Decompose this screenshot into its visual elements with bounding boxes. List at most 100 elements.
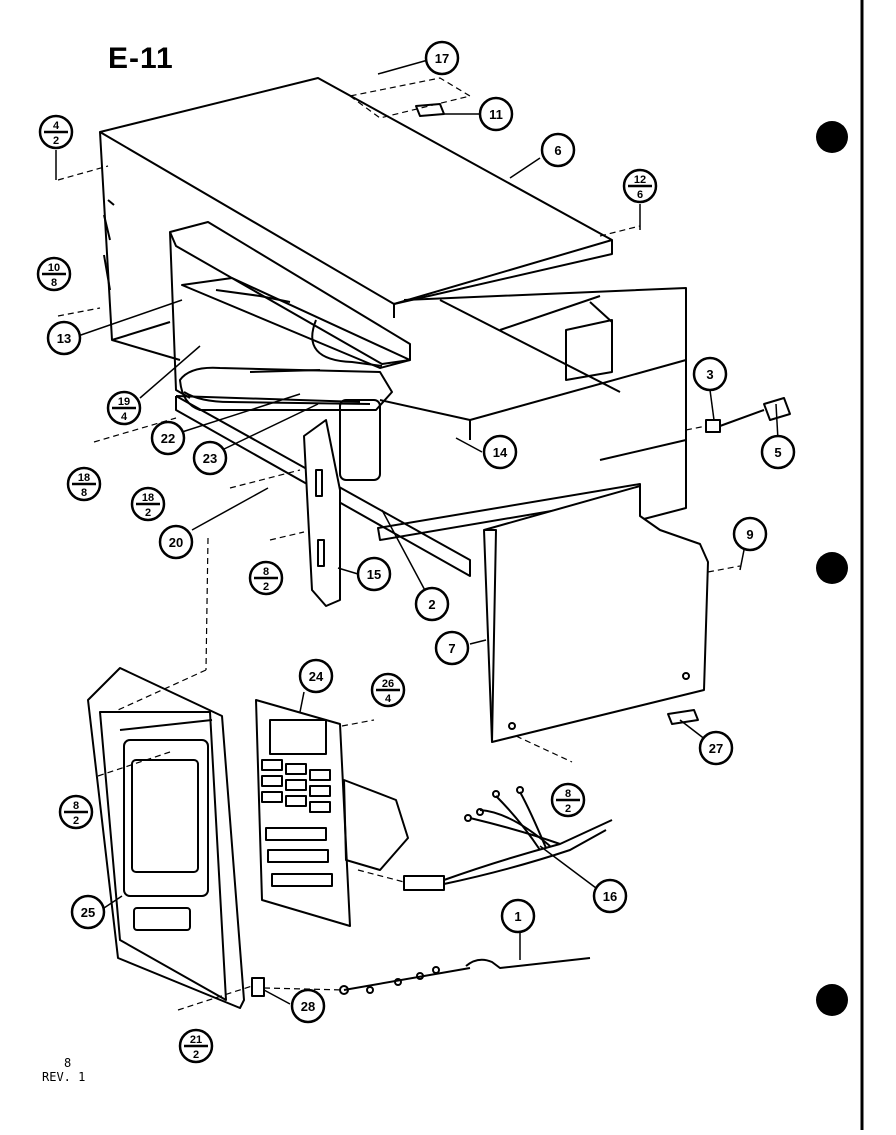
callout-label: 15 — [367, 567, 381, 582]
callout-7: 7 — [434, 630, 470, 666]
callout-27: 27 — [698, 730, 734, 766]
binder-hole-middle — [816, 552, 848, 584]
part-28-block — [251, 977, 265, 997]
label-part-27 — [667, 709, 699, 725]
fraction-top: 18 — [78, 472, 90, 484]
callout-25: 25 — [70, 894, 106, 930]
callout-circle — [434, 630, 470, 666]
fraction-bottom: 6 — [637, 189, 643, 201]
fraction-callout-12-6: 126 — [622, 168, 658, 204]
fraction-callout-18-2: 182 — [130, 486, 166, 522]
binder-hole-top — [816, 121, 848, 153]
bracket-part-15 — [303, 419, 341, 607]
callout-circle — [500, 898, 536, 934]
callout-circle — [298, 658, 334, 694]
wire-harness-part-16 — [403, 786, 613, 891]
fraction-top: 8 — [565, 788, 571, 800]
callout-28: 28 — [290, 988, 326, 1024]
cavity-front-frame — [169, 221, 411, 481]
callout-16: 16 — [592, 878, 628, 914]
page-number: 8 — [64, 1056, 72, 1070]
callout-circle — [732, 516, 768, 552]
callout-circle — [192, 440, 228, 476]
fraction-callout-4-2: 42 — [38, 114, 74, 150]
fraction-bottom: 2 — [193, 1049, 199, 1061]
callout-label: 13 — [57, 331, 71, 346]
control-panel-part-24 — [255, 699, 409, 927]
page-title: E-11 — [108, 42, 174, 75]
callout-label: 28 — [301, 999, 315, 1014]
callout-6: 6 — [540, 132, 576, 168]
callout-circle — [290, 988, 326, 1024]
fraction-bottom: 8 — [81, 487, 87, 499]
fraction-bottom: 4 — [385, 693, 392, 705]
callout-label: 9 — [746, 527, 753, 542]
fraction-callout-10-8: 108 — [36, 256, 72, 292]
callout-circle — [692, 356, 728, 392]
callout-24: 24 — [298, 658, 334, 694]
callout-14: 14 — [482, 434, 518, 470]
callout-17: 17 — [424, 40, 460, 76]
callout-9: 9 — [732, 516, 768, 552]
fraction-bottom: 2 — [263, 581, 269, 593]
bracket-slot-lower — [317, 539, 325, 567]
callout-label: 14 — [493, 445, 508, 460]
callout-label: 27 — [709, 741, 723, 756]
callout-circle — [46, 320, 82, 356]
fraction-top: 21 — [190, 1034, 202, 1046]
callout-15: 15 — [356, 556, 392, 592]
callout-20: 20 — [158, 524, 194, 560]
fraction-top: 19 — [118, 396, 130, 408]
fraction-top: 8 — [263, 566, 269, 578]
fraction-bottom: 2 — [73, 815, 79, 827]
callout-label: 2 — [428, 597, 435, 612]
callout-label: 24 — [309, 669, 324, 684]
callout-label: 7 — [448, 641, 455, 656]
callout-circle — [698, 730, 734, 766]
fraction-top: 10 — [48, 262, 60, 274]
fraction-callout-21-2: 212 — [178, 1028, 214, 1064]
callout-3: 3 — [692, 356, 728, 392]
callout-23: 23 — [192, 440, 228, 476]
callout-label: 23 — [203, 451, 217, 466]
callout-circle — [414, 586, 450, 622]
page-footer: 8 REV. 1 — [42, 1056, 85, 1084]
callout-label: 1 — [514, 909, 521, 924]
fraction-callout-8-2: 82 — [550, 782, 586, 818]
binder-hole-bottom — [816, 984, 848, 1016]
callout-label: 17 — [435, 51, 449, 66]
latch-rod-part-1 — [339, 957, 591, 995]
revision-label: REV. 1 — [42, 1070, 86, 1084]
callout-label: 6 — [554, 143, 561, 158]
callout-circle — [424, 40, 460, 76]
label-part-11 — [415, 103, 445, 117]
callout-5: 5 — [760, 434, 796, 470]
fraction-callout-26-4: 264 — [370, 672, 406, 708]
callout-circle — [592, 878, 628, 914]
fraction-top: 18 — [142, 492, 154, 504]
callout-circle — [158, 524, 194, 560]
callout-circle — [482, 434, 518, 470]
fraction-top: 8 — [73, 800, 79, 812]
callout-11: 11 — [478, 96, 514, 132]
callout-label: 16 — [603, 889, 617, 904]
fraction-top: 12 — [634, 174, 646, 186]
callout-label: 5 — [774, 445, 781, 460]
callout-label: 3 — [706, 367, 713, 382]
fraction-top: 26 — [382, 678, 394, 690]
callout-circle — [70, 894, 106, 930]
outer-cabinet — [99, 77, 613, 361]
fraction-bottom: 8 — [51, 277, 57, 289]
callout-label: 22 — [161, 431, 175, 446]
callout-leaders — [55, 59, 779, 1005]
fraction-callout-8-2: 82 — [58, 794, 94, 830]
fraction-callout-8-2: 82 — [248, 560, 284, 596]
callout-22: 22 — [150, 420, 186, 456]
fraction-bottom: 4 — [121, 411, 128, 423]
fraction-bottom: 2 — [145, 507, 151, 519]
bracket-slot-upper — [315, 469, 323, 497]
fraction-callout-19-4: 194 — [106, 390, 142, 426]
